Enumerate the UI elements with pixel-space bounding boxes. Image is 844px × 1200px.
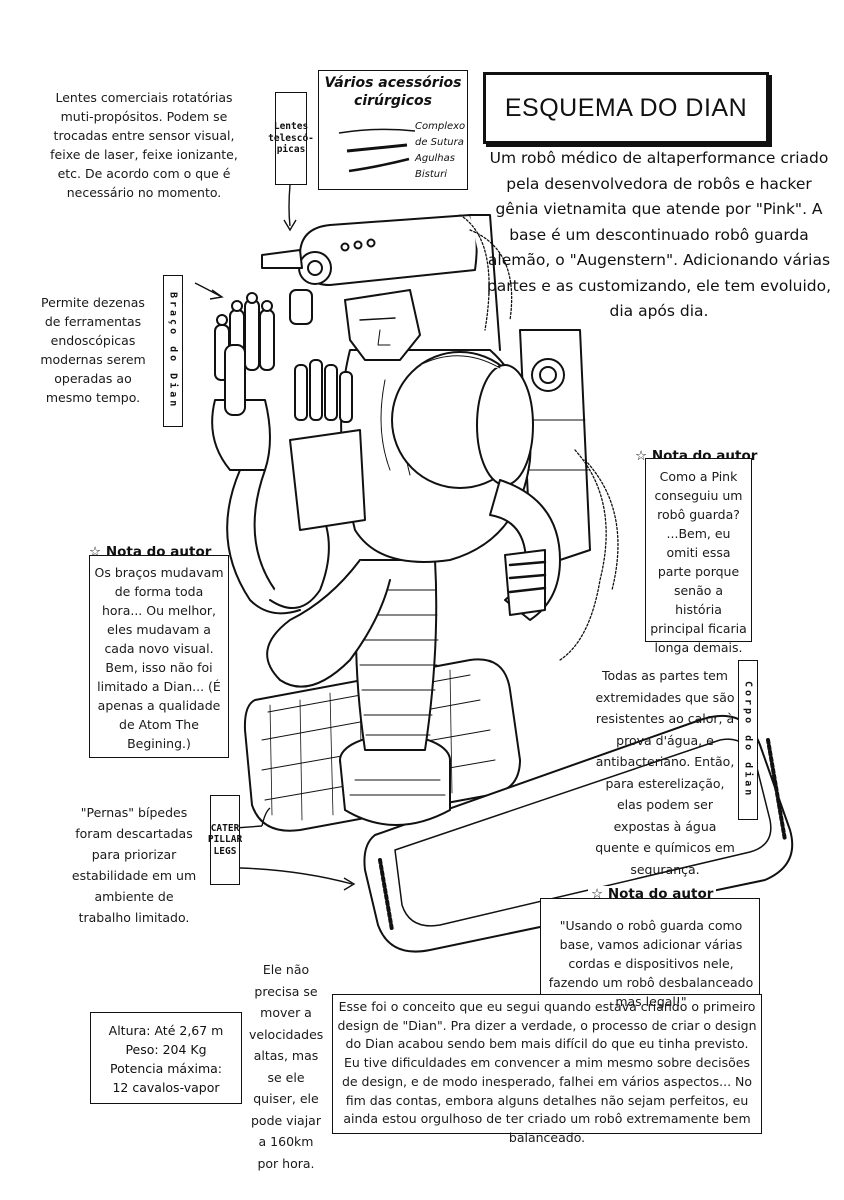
- surgical-tools-icon: [338, 128, 416, 173]
- right-arm: [489, 479, 561, 621]
- label-braco-do-dian: Braço do Dian: [163, 275, 183, 427]
- head: [344, 289, 421, 361]
- lens-arrow: [288, 184, 291, 227]
- head-scope: [261, 214, 501, 351]
- spec-height: Altura: Até 2,67 m: [108, 1023, 224, 1038]
- page-title: ESQUEMA DO DIAN: [483, 72, 769, 144]
- accessories-box: Vários acessórios cirúrgicos Complexo de…: [318, 70, 468, 190]
- specs-box: Altura: Até 2,67 m Peso: 204 Kg Potencia…: [90, 1012, 242, 1104]
- arm-arrow: [194, 282, 221, 297]
- left-hand-tools: [211, 292, 275, 471]
- legs-arrow: [239, 867, 353, 885]
- spec-weight: Peso: 204 Kg: [125, 1042, 207, 1057]
- spec-power-value: 12 cavalos-vapor: [112, 1080, 220, 1095]
- body-note: Todas as partes tem extremidades que são…: [595, 668, 735, 877]
- label-corpo-text: Corpo do dian: [742, 681, 754, 799]
- author-note-bottom-body: Esse foi o conceito que eu segui quando …: [337, 999, 757, 1145]
- speed-note: Ele não precisa se mover a velocidades a…: [249, 962, 324, 1171]
- label-lentes-telescopicas: Lentes telescó- picas: [268, 92, 314, 185]
- author-note-right: Como a Pink conseguiu um robô guarda? ..…: [645, 458, 752, 655]
- star-icon: ☆: [635, 448, 648, 464]
- intro-text: Um robô médico de altaperformance criado…: [486, 149, 832, 320]
- label-lentes-3: picas: [276, 144, 306, 156]
- accessory-needles: Agulhas: [415, 153, 455, 164]
- label-pillar: PILLAR: [207, 834, 243, 846]
- label-corpo-do-dian: Corpo do dian: [738, 660, 758, 820]
- spec-power-label: Potencia máxima:: [110, 1061, 222, 1076]
- accessory-scalpel: Bisturi: [415, 169, 447, 180]
- accessory-suture: Complexo de Sutura: [415, 121, 466, 148]
- tool-cluster: [289, 359, 366, 531]
- label-legs: LEGS: [213, 845, 237, 857]
- hoses: [459, 214, 619, 661]
- label-lentes-1: Lentes: [273, 121, 309, 133]
- label-cater: CATER: [210, 822, 240, 834]
- accessories-title: Vários acessórios cirúrgicos: [324, 75, 462, 109]
- label-braco-text: Braço do Dian: [167, 292, 179, 410]
- tools-note: Permite dezenas de ferramentas endoscópi…: [40, 295, 146, 405]
- label-caterpillar-legs: CATER PILLAR LEGS: [207, 795, 243, 885]
- legs-note: "Pernas" bípedes foram descartadas para …: [71, 805, 197, 925]
- label-lentes-2: telescó-: [268, 132, 314, 144]
- author-note-left: Os braços mudavam de forma toda hora... …: [89, 555, 229, 758]
- dian-robot-illustration: [211, 214, 794, 953]
- lenses-note: Lentes comerciais rotatórias muti-propós…: [50, 90, 238, 200]
- author-note-bottom-quote: "Usando o robô guarda como base, vamos a…: [548, 918, 754, 1009]
- author-note-bottom-quote-frame: [540, 898, 760, 998]
- shoulder-sphere: [391, 351, 534, 489]
- author-note-bottom-frame: [332, 994, 762, 1134]
